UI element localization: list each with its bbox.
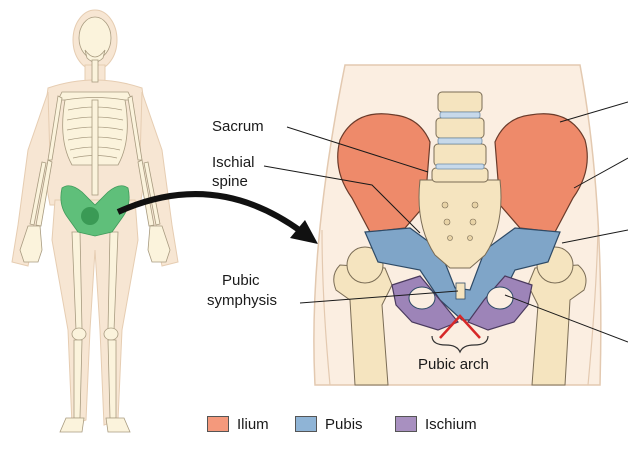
leader-lines xyxy=(263,101,628,343)
legend-item-ischium: Ischium xyxy=(395,413,477,435)
label-ischial-spine-line2: spine xyxy=(212,173,248,190)
label-pubic-symphysis-line2: symphysis xyxy=(207,292,278,309)
pubic-arch-marker xyxy=(439,314,481,339)
legend-item-pubis: Pubis xyxy=(295,413,363,435)
legend-label-pubis: Pubis xyxy=(325,415,363,433)
legend-swatch-ilium xyxy=(207,416,229,432)
legend-swatch-pubis xyxy=(295,416,317,432)
legend-label-ischium: Ischium xyxy=(425,415,477,433)
full-body-figure xyxy=(11,9,179,433)
label-pubic-arch: Pubic arch xyxy=(418,356,489,373)
pointer-arrow xyxy=(116,191,318,244)
pelvis-closeup xyxy=(313,64,602,386)
label-sacrum: Sacrum xyxy=(212,118,264,135)
label-pubic-symphysis-line1: Pubic xyxy=(222,272,260,289)
legend-item-ilium: Ilium xyxy=(207,413,269,435)
pubic-arch-brace xyxy=(431,335,489,354)
label-ischial-spine-line1: Ischial xyxy=(212,154,255,171)
legend-label-ilium: Ilium xyxy=(237,415,269,433)
legend-swatch-ischium xyxy=(395,416,417,432)
